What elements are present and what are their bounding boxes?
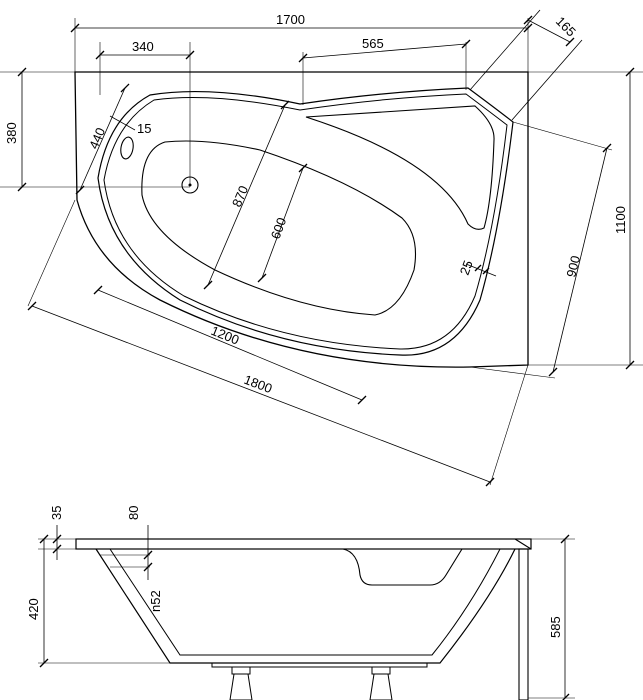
label-1200: 1200: [209, 323, 241, 348]
foot-left-base: [229, 673, 253, 700]
dim-tick: [95, 50, 105, 60]
label-600: 600: [268, 216, 290, 242]
dim-tick: [70, 23, 80, 33]
label-585: 585: [548, 616, 563, 638]
label-340: 340: [132, 39, 154, 54]
label-35: 35: [49, 506, 64, 520]
dim-tick: [17, 182, 27, 192]
label-440: 440: [86, 125, 108, 151]
label-1700: 1700: [276, 12, 305, 27]
dim-tick: [602, 143, 612, 153]
label-870: 870: [229, 183, 251, 209]
dim-tick: [17, 67, 27, 77]
dim-tick: [203, 280, 213, 290]
dim-tick: [39, 534, 49, 544]
dim-line-1200: [97, 289, 363, 401]
dim-tick: [52, 544, 62, 554]
dim-line-165: [469, 9, 541, 91]
dim-line-15: [109, 115, 136, 131]
label-25: 25: [457, 258, 476, 277]
base-frame: [211, 662, 428, 668]
dim-tick: [523, 23, 533, 33]
dim-tick: [280, 100, 290, 110]
overflow-hole: [120, 136, 134, 160]
dim-tick: [52, 534, 62, 544]
plan-view: 1700 340 565 165 380 1100 440 15 870 600…: [0, 9, 643, 487]
foot-left: [231, 666, 251, 675]
tub-backrest-profile: [342, 548, 463, 586]
dim-tick: [298, 53, 308, 63]
dim-line-440: [79, 87, 126, 191]
tub-inner-rim: [97, 87, 514, 356]
tub-rim: [75, 538, 532, 550]
ext-line: [489, 364, 529, 486]
tub-outer-outline: [74, 71, 529, 368]
dim-tick: [120, 83, 130, 93]
label-900: 900: [563, 254, 583, 279]
tub-body-inner: [109, 548, 501, 656]
dim-line-600: [261, 167, 304, 279]
support-top: [514, 538, 532, 550]
label-380: 380: [4, 122, 19, 144]
label-565: 565: [362, 36, 384, 51]
dim-line-25: [465, 263, 497, 277]
dim-tick: [482, 267, 490, 275]
dim-line-1800: [31, 305, 491, 483]
dim-tick: [625, 67, 635, 77]
support-leg: [518, 548, 529, 700]
ext-line: [469, 366, 556, 379]
label-80: 80: [126, 506, 141, 520]
dim-line-165c: [527, 19, 571, 43]
dim-line-870: [207, 104, 286, 286]
dim-tick: [565, 37, 575, 47]
dim-tick: [523, 15, 533, 25]
dim-tick: [143, 562, 153, 572]
dim-tick: [474, 264, 482, 272]
dim-tick: [560, 534, 570, 544]
tub-basin-floor: [141, 140, 417, 316]
dim-line-900: [552, 147, 608, 373]
tub-backrest: [305, 105, 495, 230]
dim-line-165b: [511, 39, 583, 121]
tub-rim-line: [103, 93, 508, 350]
ext-line: [512, 121, 613, 151]
label-15: 15: [137, 121, 151, 136]
dim-line-565: [302, 43, 467, 59]
dim-tick: [185, 50, 195, 60]
dim-tick: [93, 285, 103, 295]
dim-tick: [75, 185, 85, 195]
label-n52: n52: [148, 590, 163, 612]
dim-tick: [562, 693, 570, 700]
foot-right-base: [369, 673, 393, 700]
dim-tick: [27, 301, 37, 311]
side-view: 35 80 n52 420 585: [26, 506, 575, 700]
tub-body-outer: [95, 548, 516, 664]
dim-tick: [39, 658, 49, 668]
dim-tick: [461, 39, 471, 49]
dim-tick: [143, 550, 153, 560]
label-165: 165: [553, 14, 579, 40]
dim-tick: [357, 395, 367, 405]
dim-tick: [298, 163, 308, 173]
ext-line: [27, 199, 76, 307]
dim-tick: [485, 477, 495, 487]
dim-tick: [548, 367, 558, 377]
dim-tick: [257, 273, 267, 283]
dim-tick: [625, 360, 635, 370]
label-1100: 1100: [613, 206, 628, 234]
foot-right: [371, 666, 391, 675]
label-420: 420: [26, 598, 41, 620]
